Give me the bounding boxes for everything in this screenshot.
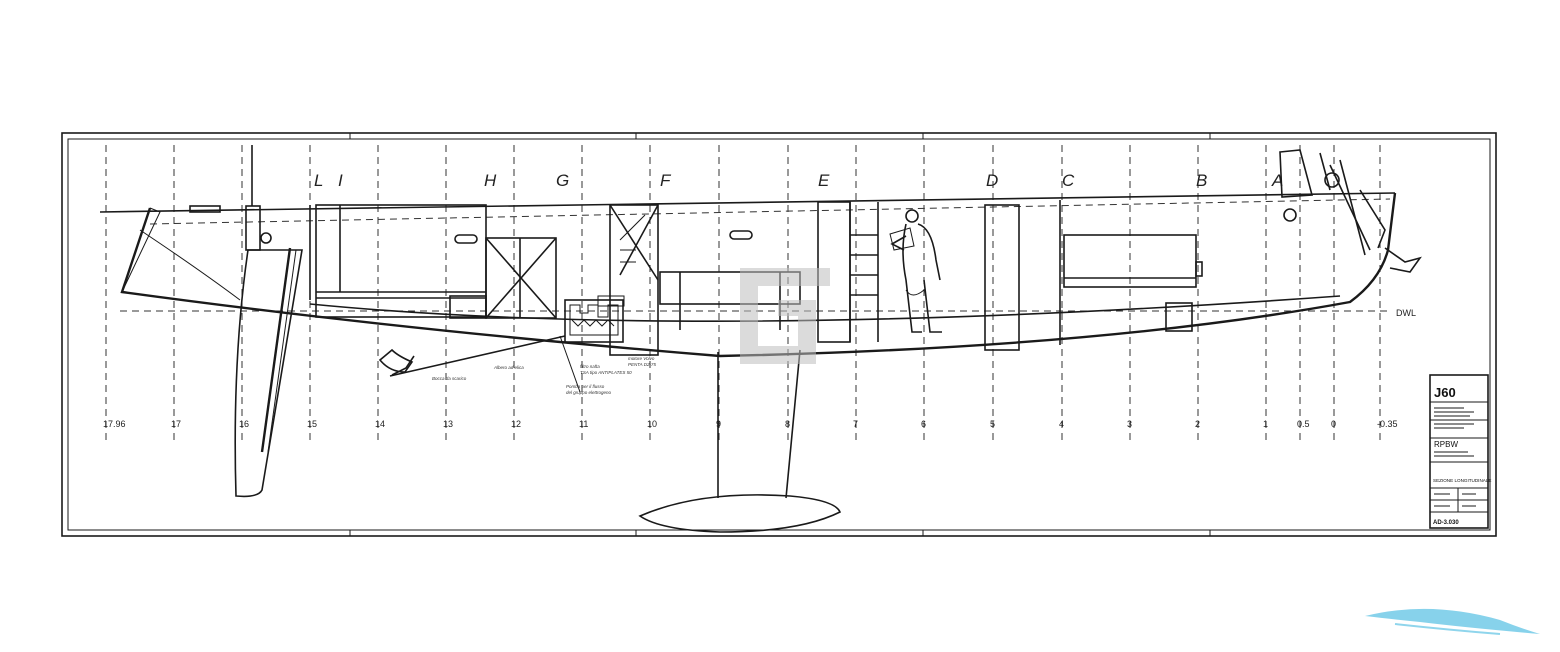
section-letter: L — [314, 171, 323, 190]
bow-fittings — [1279, 149, 1422, 273]
station-label: 8 — [785, 419, 790, 429]
sheet-frame-outer — [61, 132, 1497, 537]
station-label: 17 — [171, 419, 181, 429]
engine-note-3: TSA tipo ANTIPLATES 50 — [580, 370, 632, 375]
engine-note-2: filtro nafta — [580, 364, 600, 369]
title-block-model: J60 — [1434, 385, 1456, 400]
station-label: 4 — [1059, 419, 1064, 429]
station-label: 7 — [853, 419, 858, 429]
station-label: 12 — [511, 419, 521, 429]
station-label: 6 — [921, 419, 926, 429]
engine-notes: motore Volvo PENTA D2-75 filtro nafta TS… — [432, 356, 657, 395]
propeller — [378, 348, 415, 376]
site-logo-icon — [1365, 608, 1540, 635]
section-letter: I — [338, 171, 343, 190]
section-letter: F — [660, 171, 672, 190]
station-label: 14 — [375, 419, 385, 429]
station-label: 5 — [990, 419, 995, 429]
station-label: 16 — [239, 419, 249, 429]
section-letter: G — [556, 171, 569, 190]
engine-note-1: PENTA D2-75 — [628, 362, 657, 367]
station-label: 1 — [1263, 419, 1268, 429]
keel — [638, 349, 842, 533]
engine-note-7: Bocca da scarico — [432, 376, 467, 381]
engine-note-4: Albero ad elica — [493, 365, 524, 370]
section-letter: B — [1196, 171, 1207, 190]
station-label: 0 — [1331, 419, 1336, 429]
station-label: 11 — [579, 419, 588, 429]
deck-inner-line — [149, 198, 1391, 225]
hull-outline — [120, 192, 1397, 358]
title-block-drawing-number: AD-3.030 — [1433, 520, 1459, 526]
frame-ticks — [349, 133, 1211, 536]
engine-note-6: del gruppo elettrogeno — [566, 390, 612, 395]
companionway — [619, 214, 646, 263]
station-label: 17.96 — [103, 419, 126, 429]
interior-bulkheads — [309, 200, 1203, 356]
rudder — [234, 247, 303, 498]
propeller-shaft — [389, 335, 566, 377]
station-label: 10 — [647, 419, 657, 429]
human-figure — [889, 209, 942, 333]
section-letter: D — [986, 171, 998, 190]
section-letter: E — [818, 171, 830, 190]
title-block-designer: RPBW — [1434, 440, 1458, 449]
shaft-leader — [559, 335, 581, 393]
station-label: 3 — [1127, 419, 1132, 429]
station-label: -0.35 — [1377, 419, 1398, 429]
title-block: J60 RPBW SEZIONE LONGITUDINALE AD-3.030 — [1429, 374, 1491, 529]
transom — [121, 207, 161, 293]
station-label: 2 — [1195, 419, 1200, 429]
station-label: 13 — [443, 419, 453, 429]
section-letter: C — [1062, 171, 1075, 190]
station-label: 15 — [307, 419, 317, 429]
engine-note-5: Pomba per il flusso — [566, 384, 605, 389]
engine — [564, 295, 625, 343]
section-letter: H — [484, 171, 497, 190]
watermark-logo — [740, 268, 830, 364]
stern-chine — [139, 229, 241, 301]
cockpit-structure — [189, 145, 272, 251]
title-block-title: SEZIONE LONGITUDINALE — [1433, 478, 1491, 483]
cabin-sole — [309, 295, 1341, 322]
waterline-label: DWL — [1396, 308, 1416, 318]
station-label: 0.5 — [1297, 419, 1310, 429]
sheet-frame-inner — [67, 138, 1491, 531]
engine-note-0: motore Volvo — [628, 356, 655, 361]
